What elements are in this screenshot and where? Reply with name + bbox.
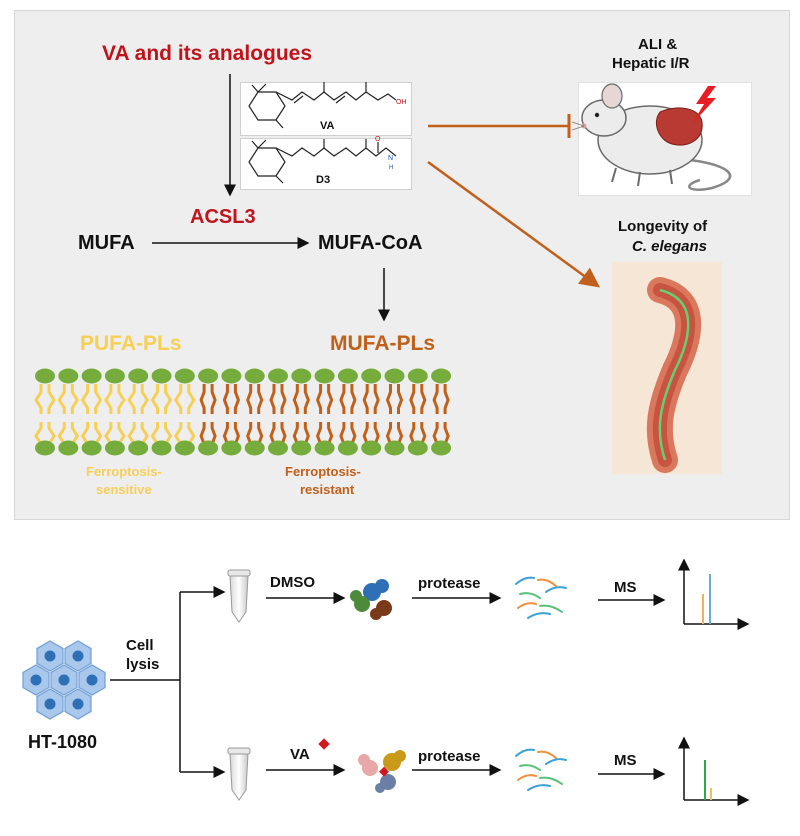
va-structure-box bbox=[240, 82, 412, 136]
cell-nucleus bbox=[86, 674, 98, 686]
pufa-caption-line-2: sensitive bbox=[96, 482, 152, 497]
peptide-fragment bbox=[517, 774, 537, 781]
cell-hexagon bbox=[50, 664, 78, 696]
spectrum-icon bbox=[678, 736, 750, 806]
va-treatment-label: VA bbox=[290, 746, 310, 763]
cell-line-label: HT-1080 bbox=[28, 732, 98, 752]
ms-top-label: MS bbox=[614, 579, 637, 596]
substrate-label: MUFA bbox=[78, 232, 135, 254]
peptide-fragment bbox=[517, 602, 537, 609]
worm-image-box bbox=[612, 262, 722, 474]
injury-label-line-1: ALI & bbox=[638, 36, 678, 53]
pufa-caption-line-1: Ferroptosis- bbox=[86, 464, 162, 479]
cell-hexagon bbox=[36, 688, 64, 720]
spectrum-icon bbox=[678, 558, 750, 630]
peptide-fragments-icon bbox=[515, 576, 567, 619]
peptide-fragment bbox=[515, 748, 535, 757]
enzyme-label: ACSL3 bbox=[190, 206, 256, 228]
mufa-pl-label: MUFA-PLs bbox=[330, 332, 435, 355]
panel-title: VA and its analogues bbox=[102, 42, 313, 65]
cell-hexagon bbox=[64, 688, 92, 720]
cell-lysis-line-2: lysis bbox=[126, 656, 160, 673]
cell-hexagon bbox=[22, 664, 50, 696]
peptide-fragments-icon bbox=[515, 748, 567, 791]
cell-nucleus bbox=[30, 674, 42, 686]
peptide-fragment bbox=[537, 750, 557, 759]
cell-hexagon bbox=[64, 640, 92, 672]
protease-bottom-label: protease bbox=[418, 748, 481, 765]
cell-nucleus bbox=[72, 698, 84, 710]
peptide-fragment bbox=[537, 578, 557, 587]
peptide-fragment bbox=[539, 604, 563, 613]
cell-lysis-line-1: Cell bbox=[126, 637, 154, 654]
cell-cluster-icon bbox=[22, 640, 106, 720]
cell-hexagon bbox=[78, 664, 106, 696]
tube-icon bbox=[227, 569, 251, 623]
peptide-fragment bbox=[527, 612, 551, 619]
peptide-fragment bbox=[539, 776, 563, 785]
peptide-fragment bbox=[519, 764, 541, 771]
mufa-caption-line-2: resistant bbox=[300, 482, 355, 497]
cell-nucleus bbox=[44, 650, 56, 662]
pufa-pl-label: PUFA-PLs bbox=[80, 332, 182, 355]
d3-structure-box bbox=[240, 138, 412, 190]
workflow-branches bbox=[110, 586, 666, 780]
cell-hexagon bbox=[36, 640, 64, 672]
mouse-image-box bbox=[578, 82, 752, 196]
ms-bottom-label: MS bbox=[614, 752, 637, 769]
peptide-fragment bbox=[527, 784, 551, 791]
peptide-fragment bbox=[545, 758, 567, 765]
dmso-label: DMSO bbox=[270, 574, 315, 591]
injury-label-line-2: Hepatic I/R bbox=[612, 55, 690, 72]
tube-icon bbox=[227, 747, 251, 801]
product-label: MUFA-CoA bbox=[318, 232, 423, 254]
protease-top-label: protease bbox=[418, 575, 481, 592]
cell-nucleus bbox=[72, 650, 84, 662]
peptide-fragment bbox=[519, 592, 541, 599]
longevity-label-line-1: Longevity of bbox=[618, 218, 708, 235]
peptide-fragment bbox=[545, 586, 567, 593]
cell-nucleus bbox=[58, 674, 70, 686]
mufa-caption-line-1: Ferroptosis- bbox=[285, 464, 361, 479]
drug-diamond-icon bbox=[318, 738, 330, 750]
peptide-fragment bbox=[515, 576, 535, 585]
protein-blob-icon bbox=[350, 579, 392, 620]
cell-nucleus bbox=[44, 698, 56, 710]
protein-blob-icon bbox=[358, 750, 406, 793]
longevity-label-line-2: C. elegans bbox=[632, 238, 708, 255]
